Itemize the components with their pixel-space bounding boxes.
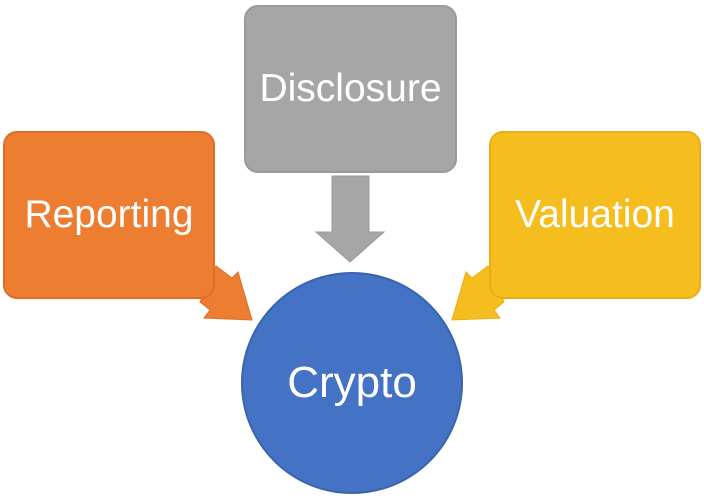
crypto-circle: Crypto	[241, 272, 463, 494]
reporting-box: Reporting	[3, 131, 215, 299]
reporting-label: Reporting	[24, 193, 194, 236]
valuation-label: Valuation	[515, 193, 675, 236]
valuation-box: Valuation	[489, 131, 701, 299]
crypto-label: Crypto	[287, 358, 417, 407]
arrow-disclosure-to-crypto	[314, 175, 386, 263]
disclosure-box: Disclosure	[244, 5, 457, 173]
disclosure-label: Disclosure	[259, 67, 442, 110]
